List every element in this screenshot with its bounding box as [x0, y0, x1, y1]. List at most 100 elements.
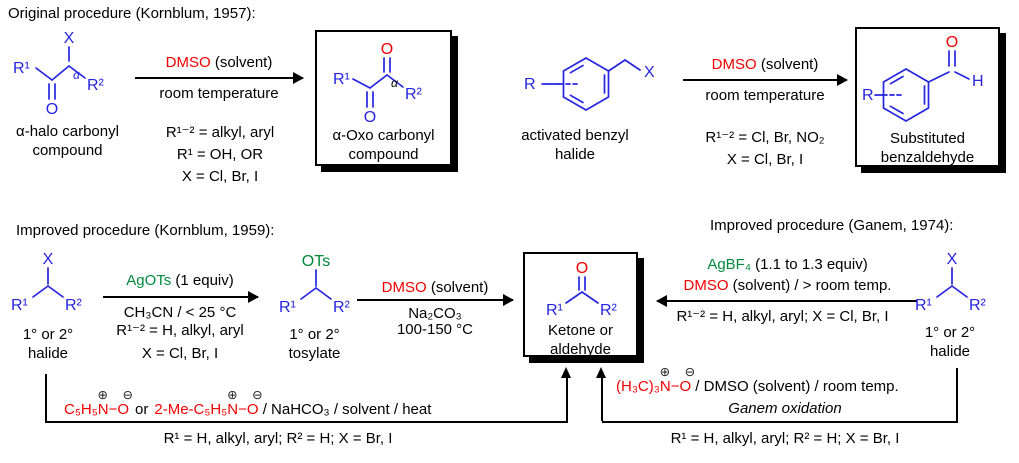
minus-charge-icon: ⊖	[252, 388, 263, 402]
route-right-arrow-stem	[601, 378, 603, 421]
arrow5-note: R¹⁻² = H, alkyl, aryl; X = Cl, Br, I	[676, 308, 889, 325]
h-label: H	[972, 73, 984, 90]
product2-caption-line2: benzaldehyde	[880, 149, 975, 166]
arrow3-reagents: AgOTs (1 equiv)	[95, 272, 265, 289]
r2-label: R²	[405, 86, 423, 103]
dmso-label: DMSO	[711, 56, 757, 73]
arrow1-reagents: DMSO (solvent)	[135, 54, 303, 71]
r-label: R	[862, 87, 874, 104]
r1-label: R¹	[11, 297, 28, 314]
r1-label: R¹	[333, 71, 350, 88]
route-right-conditions: / DMSO (solvent) / room temp.	[691, 378, 899, 395]
r2-label: R²	[65, 297, 83, 314]
arrow2-note1: R¹⁻² = Cl, Br, NO₂	[705, 129, 825, 146]
solvent-temp-label: (solvent) / > room temp.	[728, 277, 892, 294]
title-improved-ganem: Improved procedure (Ganem, 1974):	[710, 217, 954, 234]
benzyl-halide-structure: R X	[524, 57, 655, 111]
arrow3-cond3: X = Cl, Br, I	[141, 345, 219, 362]
route-left-vertical-line	[45, 374, 47, 423]
halide-left-caption-line2: halide	[27, 345, 69, 362]
product2-caption-line1: Substituted	[889, 130, 966, 147]
arrow1-note3: X = Cl, Br, I	[181, 168, 259, 185]
bonds	[32, 267, 64, 298]
solvent-label: (solvent)	[756, 56, 819, 73]
reactant2-caption-line1: activated benzyl	[521, 127, 629, 144]
arrow3-cond1: CH₃CN / < 25 °C	[123, 304, 237, 321]
product-box-alpha-oxo: O R¹ O α R² α-Oxo carbonyl compound	[315, 30, 452, 166]
dmso-label: DMSO	[381, 279, 427, 296]
plus-charge-icon: ⊕	[227, 388, 238, 402]
alpha-label: α	[391, 76, 399, 90]
r1-label: R¹	[279, 299, 296, 316]
reactant2-caption-line2: halide	[554, 146, 596, 163]
r2-label: R²	[87, 77, 105, 94]
minus-charge-icon: ⊖	[122, 388, 134, 402]
reaction-arrow-5	[656, 295, 917, 307]
arrow5-reagent-line1: AgBF₄ (1.1 to 1.3 equiv)	[660, 256, 915, 273]
arrow2-note2: X = Cl, Br, I	[726, 151, 804, 168]
product1-caption-line2: compound	[348, 146, 419, 163]
arrow5-reagent-line2: DMSO (solvent) / > room temp.	[655, 277, 920, 294]
route-left-horizontal-line	[45, 421, 568, 423]
tosylate-caption-line1: 1° or 2°	[289, 326, 340, 343]
r-label: R	[524, 76, 536, 93]
oxygen-label: O	[576, 260, 588, 277]
r1-label: R¹	[915, 297, 932, 314]
arrow3-cond2: R¹⁻² = H, alkyl, aryl	[116, 322, 244, 339]
bonds	[300, 269, 332, 300]
ots-label: OTs	[302, 253, 330, 270]
dmso-label: DMSO	[683, 277, 729, 294]
reaction-arrow-1	[135, 72, 304, 84]
title-original-procedure: Original procedure (Kornblum, 1957):	[8, 5, 256, 22]
equiv-label: (1 equiv)	[171, 272, 234, 289]
solvent-label: (solvent)	[210, 54, 273, 71]
arrow2-condition: room temperature	[705, 87, 825, 104]
title-improved-kornblum: Improved procedure (Kornblum, 1959):	[16, 222, 275, 239]
benzaldehyde-structure: O H R	[862, 34, 984, 122]
route-left-up-arrowhead-icon	[561, 367, 571, 378]
halide-structure-left: X R¹ R²	[11, 251, 83, 314]
arrow4-reagents: DMSO (solvent)	[357, 279, 513, 296]
r2-label: R²	[333, 299, 351, 316]
alpha-halo-carbonyl-structure: X R¹ O α R²	[13, 30, 105, 118]
route-left-conditions: / NaHCO₃ / solvent / heat	[258, 401, 432, 418]
agots-label: AgOTs	[126, 272, 172, 289]
tosylate-caption-line2: tosylate	[288, 345, 341, 362]
x-label: X	[64, 30, 75, 47]
oxygen-bottom-label: O	[364, 109, 376, 126]
halide-right-caption-line1: 1° or 2°	[924, 324, 976, 341]
bonds	[936, 267, 968, 298]
r1-label: R¹	[546, 302, 563, 319]
route-right-horizontal-line	[602, 421, 958, 423]
product-box-ketone: O R¹ R² Ketone or aldehyde	[523, 252, 638, 358]
route-left-note: R¹ = H, alkyl, aryl; R² = H; X = Br, I	[163, 430, 393, 447]
oxygen-label: O	[46, 101, 58, 118]
r2-label: R²	[600, 302, 618, 319]
trimethylamine-n-oxide-formula: (H₃C)₃N−O	[616, 378, 692, 395]
route-right-reagents: ⊕⊖(H₃C)₃N−O / DMSO (solvent) / room temp…	[616, 365, 899, 395]
picoline-n-oxide-formula: 2-Me-C₅H₅N−O	[154, 401, 259, 418]
tosylate-structure: OTs R¹ R²	[279, 253, 351, 316]
route-right-note: R¹ = H, alkyl, aryl; R² = H; X = Br, I	[670, 430, 900, 447]
arrow2-reagents: DMSO (solvent)	[683, 56, 847, 73]
route-left-arrow-stem	[566, 378, 568, 422]
or-label: or	[135, 401, 149, 418]
product-box-benzaldehyde: O H R Substituted benzaldehyde	[855, 27, 1000, 167]
reactant1-caption-line2: compound	[32, 142, 103, 159]
halide-structure-right: X R¹ R²	[915, 251, 987, 314]
bonds	[35, 46, 86, 100]
oxygen-top-label: O	[381, 41, 393, 58]
ganem-oxidation-label: Ganem oxidation	[728, 400, 842, 417]
ketone-caption-line1: Ketone or	[547, 322, 614, 339]
route-right-vertical-line	[956, 368, 958, 421]
trimethylamine-n-oxide: ⊕⊖(H₃C)₃N−O	[616, 365, 695, 395]
r1-label: R¹	[13, 60, 30, 77]
bonds	[874, 50, 970, 122]
reaction-arrow-3	[103, 291, 259, 303]
arrow4-cond2: 100-150 °C	[396, 321, 474, 338]
x-label: X	[43, 251, 54, 268]
route-right-up-arrowhead-icon	[596, 367, 606, 378]
x-label: X	[644, 64, 655, 81]
ketone-structure: O R¹ R²	[546, 260, 618, 319]
